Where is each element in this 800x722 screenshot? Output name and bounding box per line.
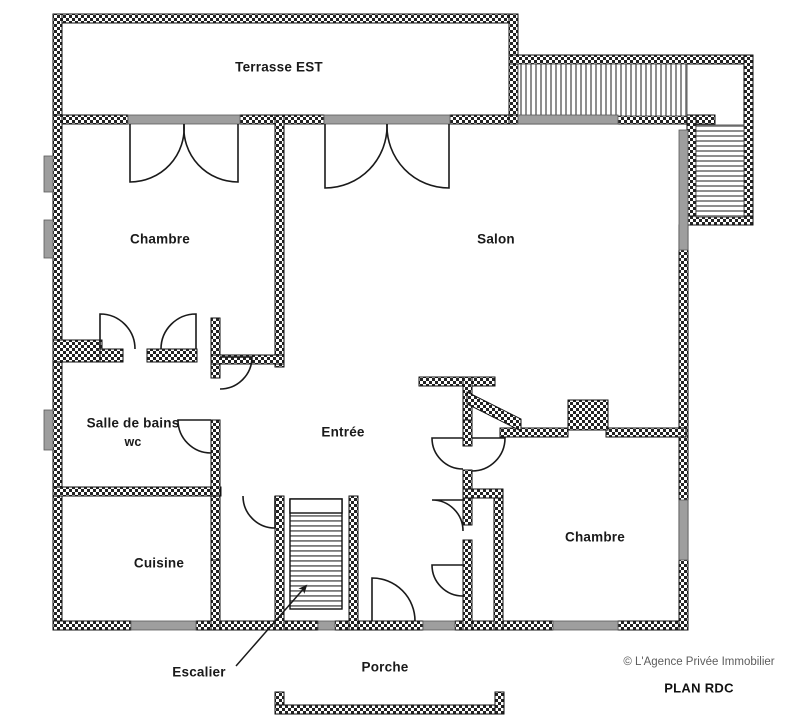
room-label-porche: Porche — [361, 659, 409, 675]
wall-sdb-top — [210, 354, 285, 365]
window-chambre-w-b — [43, 219, 54, 259]
window-entree-south — [317, 620, 336, 631]
annotation-label-escalier: Escalier — [172, 664, 226, 680]
window-group — [43, 114, 689, 631]
terrace-canopy-horizontal-hatch — [695, 124, 745, 218]
door-salon-right — [386, 123, 450, 189]
wall-canopy-top — [508, 54, 754, 65]
wall-entree-stair-left — [274, 495, 285, 631]
window-salon-north — [517, 114, 619, 125]
door-sdb — [219, 356, 253, 390]
window-corridor-south — [422, 620, 456, 631]
wall-main-bottom-c — [334, 620, 424, 631]
wall-rw-corridor-top — [462, 488, 504, 499]
window-sdb-w — [43, 409, 54, 451]
door-salon-left — [324, 123, 388, 189]
wall-canopy-right — [743, 54, 754, 226]
room-label-chambre-sud: Chambre — [565, 529, 625, 545]
wall-rw-diag-holder — [462, 419, 473, 447]
wall-main-bottom-e — [617, 620, 689, 631]
window-chambre-w-a — [43, 155, 54, 193]
window-salon-east — [678, 129, 689, 251]
room-label-wc: wc — [124, 435, 142, 450]
wall-stair-right — [348, 495, 359, 631]
window-chambre-south — [552, 620, 619, 631]
wall-rw-top — [418, 376, 496, 387]
copyright-text: © L'Agence Privée Immobilier — [623, 656, 775, 668]
window-terrace-door-left — [127, 114, 241, 125]
wall-rw-horiz-b — [605, 427, 687, 438]
wall-rw-niche — [567, 399, 609, 431]
wall-cuisine-right-lower — [210, 559, 221, 631]
wall-rw-vert-c — [462, 539, 473, 631]
wall-rw-horiz-a — [499, 427, 569, 438]
door-rw-a — [471, 437, 506, 472]
door-rw-d — [431, 564, 464, 597]
room-label-salon: Salon — [477, 231, 515, 247]
wall-main-bottom-left — [52, 620, 132, 631]
door-sdb-entree — [177, 419, 212, 454]
escalier-arrow — [235, 584, 308, 667]
room-label-chambre-nord: Chambre — [130, 231, 190, 247]
room-label-salle-de-bains: Salle de bains — [86, 415, 180, 431]
wall-porche-bottom — [274, 704, 505, 715]
wall-closet-seg-a — [99, 348, 124, 363]
window-terrace-door-right — [323, 114, 451, 125]
wall-terrace-left — [52, 13, 63, 125]
room-label-entree: Entrée — [321, 424, 365, 440]
wall-cuisine-right — [210, 495, 221, 561]
door-rw-c — [431, 499, 464, 532]
plan-title: PLAN RDC — [664, 680, 734, 696]
wall-closet-seg-b — [146, 348, 198, 363]
wall-sdb-right-lower — [210, 419, 221, 497]
wall-diagonal-segment — [466, 391, 522, 432]
wall-divider-chambre-salon — [274, 114, 285, 368]
room-label-cuisine: Cuisine — [133, 555, 185, 571]
wall-sdb-right — [210, 317, 221, 379]
wall-terrace-top — [52, 13, 519, 24]
door-rw-b — [431, 437, 464, 470]
window-chambre-e — [678, 499, 689, 561]
door-cuisine — [242, 495, 276, 529]
door-closet-right — [160, 313, 197, 350]
wall-terrace-right — [508, 13, 519, 125]
terrace-canopy-vertical-hatch — [517, 63, 688, 117]
door-chambre-n-left — [129, 123, 185, 183]
wall-rw-corridor-right — [493, 488, 504, 631]
window-cuisine-south — [130, 620, 197, 631]
door-closet-left — [99, 313, 136, 350]
wall-porche-right — [494, 691, 505, 715]
wall-terrace-bottom-right — [449, 114, 519, 125]
staircase-escalier — [289, 498, 343, 610]
door-entry-porche — [371, 577, 416, 622]
wall-closet-bottom — [52, 339, 103, 363]
door-chambre-n-right — [183, 123, 239, 183]
wall-main-left — [52, 114, 63, 631]
wall-sdb-bottom — [52, 486, 222, 497]
wall-terrace-bottom-left — [52, 114, 129, 125]
room-label-terrasse-est: Terrasse EST — [235, 59, 323, 75]
door-group — [99, 123, 506, 622]
